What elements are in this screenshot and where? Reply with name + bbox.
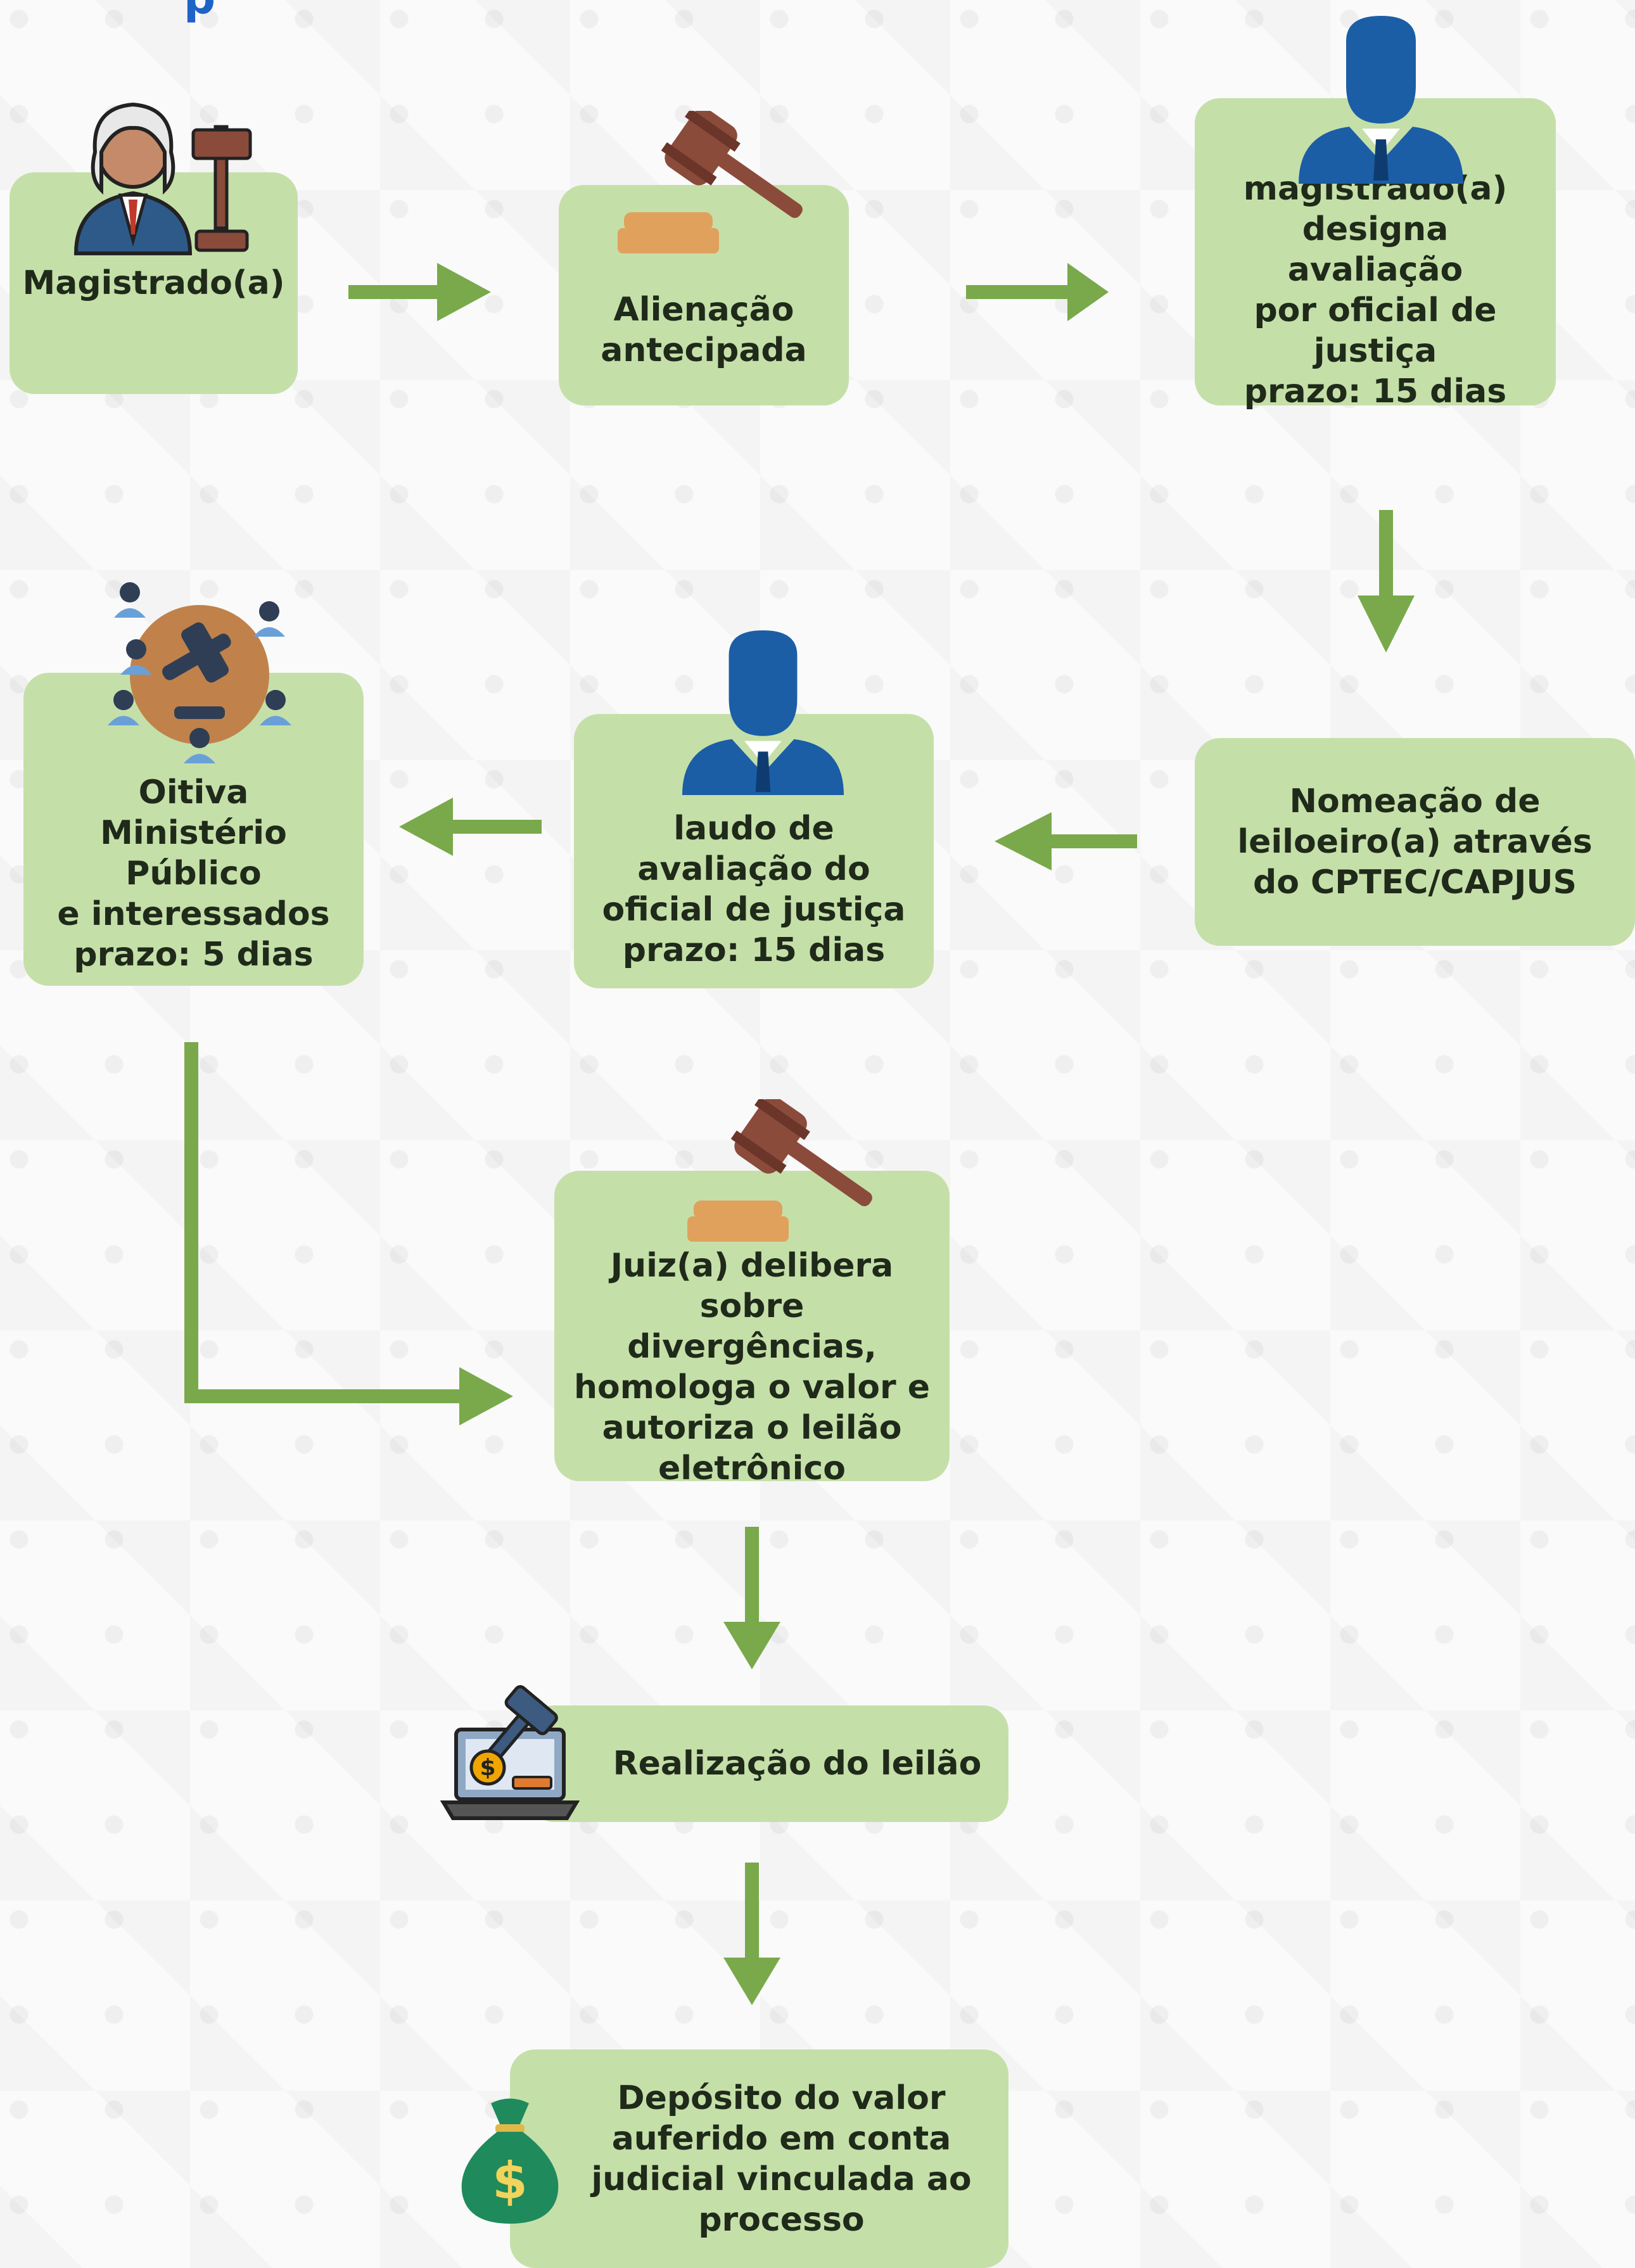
arrow-nomeacao-to-laudo: [995, 812, 1137, 870]
node-nomeacao-label: Nomeação de leiloeiro(a) através do CPTE…: [1237, 782, 1593, 901]
arrow-oitiva-to-juiz: [184, 1042, 513, 1425]
svg-text:$: $: [492, 2151, 528, 2210]
node-juiz: Juiz(a) delibera sobre divergências, hom…: [554, 1171, 950, 1488]
node-leilao-label: Realização do leilão: [613, 1745, 982, 1783]
arrow-alienacao-to-designa: [966, 263, 1109, 321]
arrow-laudo-to-oitiva: [399, 798, 542, 856]
gavel-icon: [618, 111, 803, 253]
node-alienacao-label: Alienação antecipada: [601, 291, 807, 369]
node-leilao: Realização do leilão: [529, 1705, 1008, 1822]
arrow-magistrado-to-alienacao: [348, 263, 491, 321]
node-oitiva-label: Oitiva Ministério Público e interessados…: [57, 774, 330, 974]
businessman-icon: [682, 630, 844, 795]
node-laudo-label: laudo de avaliação do oficial de justiça…: [602, 809, 906, 969]
gavel-icon: [687, 1099, 872, 1242]
arrow-leilao-to-deposito: [723, 1863, 780, 2005]
node-deposito: Depósito do valor auferido em conta judi…: [510, 2049, 1008, 2268]
online-auction-laptop-icon: $: [440, 1685, 580, 1820]
node-deposito-label: Depósito do valor auferido em conta judi…: [591, 2079, 972, 2239]
node-designa: magistrado(a) designa avaliação por ofic…: [1195, 98, 1556, 411]
node-juiz-label: Juiz(a) delibera sobre divergências, hom…: [574, 1247, 930, 1488]
auction-people-icon: [108, 582, 291, 763]
money-bag-icon: $: [461, 2098, 559, 2224]
judge-with-gavel-icon: [73, 102, 252, 255]
node-magistrado-label: Magistrado(a): [22, 264, 285, 302]
node-laudo: laudo de avaliação do oficial de justiça…: [574, 714, 934, 988]
svg-text:$: $: [480, 1755, 495, 1781]
header-partial-text: p: [184, 0, 215, 20]
node-nomeacao: Nomeação de leiloeiro(a) através do CPTE…: [1195, 738, 1635, 946]
businessman-icon: [1299, 16, 1463, 184]
arrow-juiz-to-leilao: [723, 1527, 780, 1669]
arrow-designa-to-nomeacao: [1358, 510, 1415, 653]
node-designa-label: magistrado(a) designa avaliação por ofic…: [1243, 169, 1508, 411]
